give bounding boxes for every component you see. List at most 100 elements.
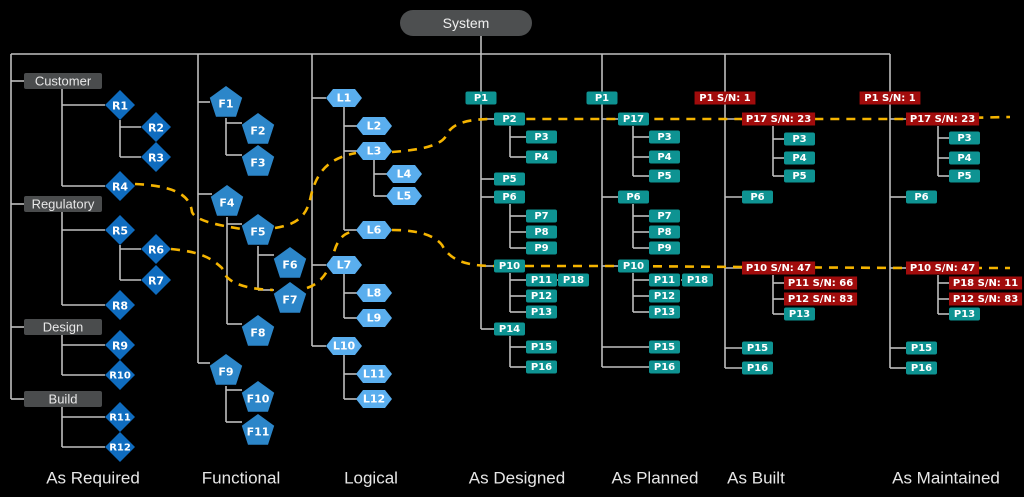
planned-node-p7[interactable]: P7 [649,209,680,223]
logical-l12[interactable]: L12 [356,390,392,408]
requirement-r12[interactable]: R12 [105,432,135,462]
maintained-node-p5[interactable]: P5 [949,169,980,183]
logical-l8[interactable]: L8 [356,284,392,302]
maintained-node-p15[interactable]: P15 [906,341,937,355]
function-f6[interactable]: F6 [273,247,307,278]
category-build[interactable]: Build [24,391,102,407]
designed-node-p8[interactable]: P8 [526,225,557,239]
built-node-p4[interactable]: P4 [784,151,815,165]
logical-l2[interactable]: L2 [356,117,392,135]
maintained-node-p17[interactable]: P17 S/N: 23 [906,112,980,126]
function-f2[interactable]: F2 [241,113,275,144]
requirement-r10[interactable]: R10 [105,360,135,390]
planned-node-p17[interactable]: P17 [618,112,649,126]
requirement-r7[interactable]: R7 [141,265,171,295]
function-f9[interactable]: F9 [209,354,243,385]
built-node-p3[interactable]: P3 [784,132,815,146]
function-f3[interactable]: F3 [241,145,275,176]
built-node-p15[interactable]: P15 [742,341,773,355]
designed-node-p18[interactable]: P18 [558,273,589,287]
category-regulatory[interactable]: Regulatory [24,196,102,212]
logical-l3[interactable]: L3 [356,142,392,160]
logical-l4[interactable]: L4 [386,165,422,183]
function-f5[interactable]: F5 [241,214,275,245]
designed-node-p4[interactable]: P4 [526,150,557,164]
planned-root-p1[interactable]: P1 [586,91,618,105]
maintained-node-p3[interactable]: P3 [949,131,980,145]
requirement-r4[interactable]: R4 [105,171,135,201]
planned-node-p3[interactable]: P3 [649,130,680,144]
category-design[interactable]: Design [24,319,102,335]
requirement-r6[interactable]: R6 [141,234,171,264]
planned-node-p16[interactable]: P16 [649,360,680,374]
maintained-node-p16[interactable]: P16 [906,361,937,375]
maintained-node-p6[interactable]: P6 [906,190,937,204]
planned-node-p10[interactable]: P10 [618,259,649,273]
designed-node-p16[interactable]: P16 [526,360,557,374]
function-f11[interactable]: F11 [241,414,275,445]
planned-node-p13[interactable]: P13 [649,305,680,319]
built-node-p13[interactable]: P13 [784,307,815,321]
planned-node-p9[interactable]: P9 [649,241,680,255]
designed-root-p1[interactable]: P1 [465,91,497,105]
maintained-node-p18[interactable]: P18 S/N: 11 [949,276,1023,290]
built-root-p1[interactable]: P1 S/N: 1 [694,91,756,105]
requirement-r11[interactable]: R11 [105,402,135,432]
maintained-node-p10[interactable]: P10 S/N: 47 [906,261,980,275]
designed-node-p2[interactable]: P2 [494,112,525,126]
node-label: P13 [954,309,975,320]
logical-l9[interactable]: L9 [356,309,392,327]
designed-node-p9[interactable]: P9 [526,241,557,255]
built-node-p17[interactable]: P17 S/N: 23 [742,112,816,126]
logical-l5[interactable]: L5 [386,187,422,205]
function-f4[interactable]: F4 [210,185,244,216]
built-node-p12[interactable]: P12 S/N: 83 [784,292,858,306]
requirement-r3[interactable]: R3 [141,142,171,172]
planned-node-p6[interactable]: P6 [618,190,649,204]
requirement-r2[interactable]: R2 [141,112,171,142]
function-f1[interactable]: F1 [209,86,243,117]
designed-node-p3[interactable]: P3 [526,130,557,144]
node-label: L11 [363,368,385,381]
designed-node-p5[interactable]: P5 [494,172,525,186]
function-f10[interactable]: F10 [241,381,275,412]
built-node-p16[interactable]: P16 [742,361,773,375]
logical-l7[interactable]: L7 [326,256,362,274]
maintained-root-p1[interactable]: P1 S/N: 1 [859,91,921,105]
planned-node-p12[interactable]: P12 [649,289,680,303]
planned-node-p5[interactable]: P5 [649,169,680,183]
built-node-p10[interactable]: P10 S/N: 47 [742,261,816,275]
root-node-system[interactable]: System [400,10,532,36]
logical-l6[interactable]: L6 [356,221,392,239]
function-f8[interactable]: F8 [241,315,275,346]
logical-l11[interactable]: L11 [356,365,392,383]
maintained-node-p13[interactable]: P13 [949,307,980,321]
built-node-p6[interactable]: P6 [742,190,773,204]
maintained-node-p4[interactable]: P4 [949,151,980,165]
function-f7[interactable]: F7 [273,282,307,313]
requirement-r1[interactable]: R1 [105,90,135,120]
requirement-r8[interactable]: R8 [105,290,135,320]
designed-node-p15[interactable]: P15 [526,340,557,354]
designed-node-p11[interactable]: P11 [526,273,557,287]
designed-node-p12[interactable]: P12 [526,289,557,303]
planned-node-p15[interactable]: P15 [649,340,680,354]
planned-node-p18[interactable]: P18 [682,273,713,287]
designed-node-p13[interactable]: P13 [526,305,557,319]
planned-node-p8[interactable]: P8 [649,225,680,239]
column-title-designed: As Designed [469,469,565,488]
planned-node-p4[interactable]: P4 [649,150,680,164]
planned-node-p11[interactable]: P11 [649,273,680,287]
category-customer[interactable]: Customer [24,73,102,89]
built-node-p5[interactable]: P5 [784,169,815,183]
logical-l10[interactable]: L10 [326,337,362,355]
logical-l1[interactable]: L1 [326,89,362,107]
built-node-p11[interactable]: P11 S/N: 66 [784,276,858,290]
maintained-node-p12[interactable]: P12 S/N: 83 [949,292,1023,306]
designed-node-p14[interactable]: P14 [494,322,525,336]
requirement-r5[interactable]: R5 [105,215,135,245]
requirement-r9[interactable]: R9 [105,330,135,360]
designed-node-p10[interactable]: P10 [494,259,525,273]
designed-node-p7[interactable]: P7 [526,209,557,223]
designed-node-p6[interactable]: P6 [494,190,525,204]
